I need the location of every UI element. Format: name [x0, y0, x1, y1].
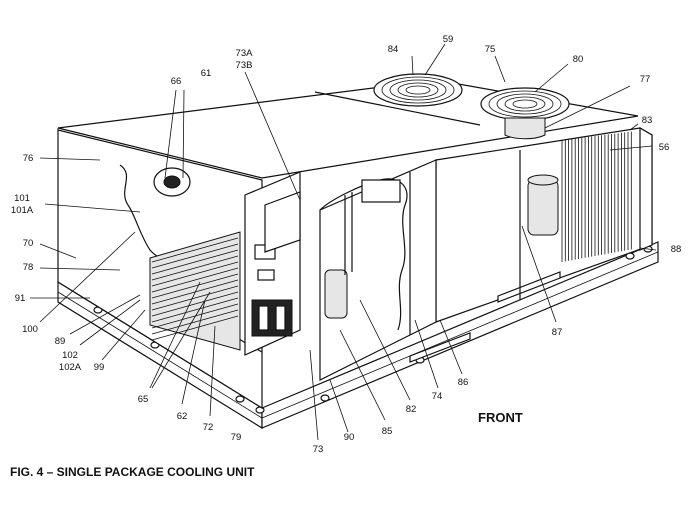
front-label: FRONT	[478, 410, 523, 425]
callout-88: 88	[671, 244, 682, 255]
callout-56: 56	[659, 142, 670, 153]
blower-section	[319, 178, 408, 331]
callout-66: 66	[171, 76, 182, 87]
callout-61: 61	[201, 68, 212, 79]
callout-77: 77	[640, 74, 651, 85]
callout-83: 83	[642, 115, 653, 126]
callout-labels: 66 61 73A 73B 84 59 75 80 77 83 56 76 10…	[10, 34, 681, 479]
callout-86: 86	[458, 377, 469, 388]
callout-79: 79	[231, 432, 242, 443]
callout-85: 85	[382, 426, 393, 437]
callout-100: 100	[22, 324, 38, 335]
callout-65: 65	[138, 394, 149, 405]
callout-59: 59	[443, 34, 454, 45]
callout-89: 89	[55, 336, 66, 347]
callout-74: 74	[432, 391, 443, 402]
condenser-section	[409, 126, 653, 363]
callout-73B: 73B	[236, 60, 253, 71]
callout-62: 62	[177, 411, 188, 422]
callout-87: 87	[552, 327, 563, 338]
center-panels	[319, 150, 521, 381]
callout-80: 80	[573, 54, 584, 65]
callout-101A: 101A	[11, 205, 34, 216]
callout-76: 76	[23, 153, 34, 164]
callout-72: 72	[203, 422, 214, 433]
control-box	[244, 171, 301, 356]
callout-101: 101	[14, 193, 30, 204]
callout-73: 73	[313, 444, 324, 455]
evaporator-section	[57, 129, 263, 410]
callout-90: 90	[344, 432, 355, 443]
callout-73A: 73A	[236, 48, 254, 59]
leader-lines	[30, 43, 657, 441]
top-cover	[57, 73, 639, 179]
callout-70: 70	[23, 238, 34, 249]
callout-84: 84	[388, 44, 399, 55]
callout-82: 82	[406, 404, 417, 415]
callout-75: 75	[485, 44, 496, 55]
callout-102A: 102A	[59, 362, 82, 373]
callout-102: 102	[62, 350, 78, 361]
figure-caption: FIG. 4 – SINGLE PACKAGE COOLING UNIT	[10, 465, 255, 479]
callout-99: 99	[94, 362, 105, 373]
callout-91: 91	[15, 293, 26, 304]
callout-78: 78	[23, 262, 34, 273]
